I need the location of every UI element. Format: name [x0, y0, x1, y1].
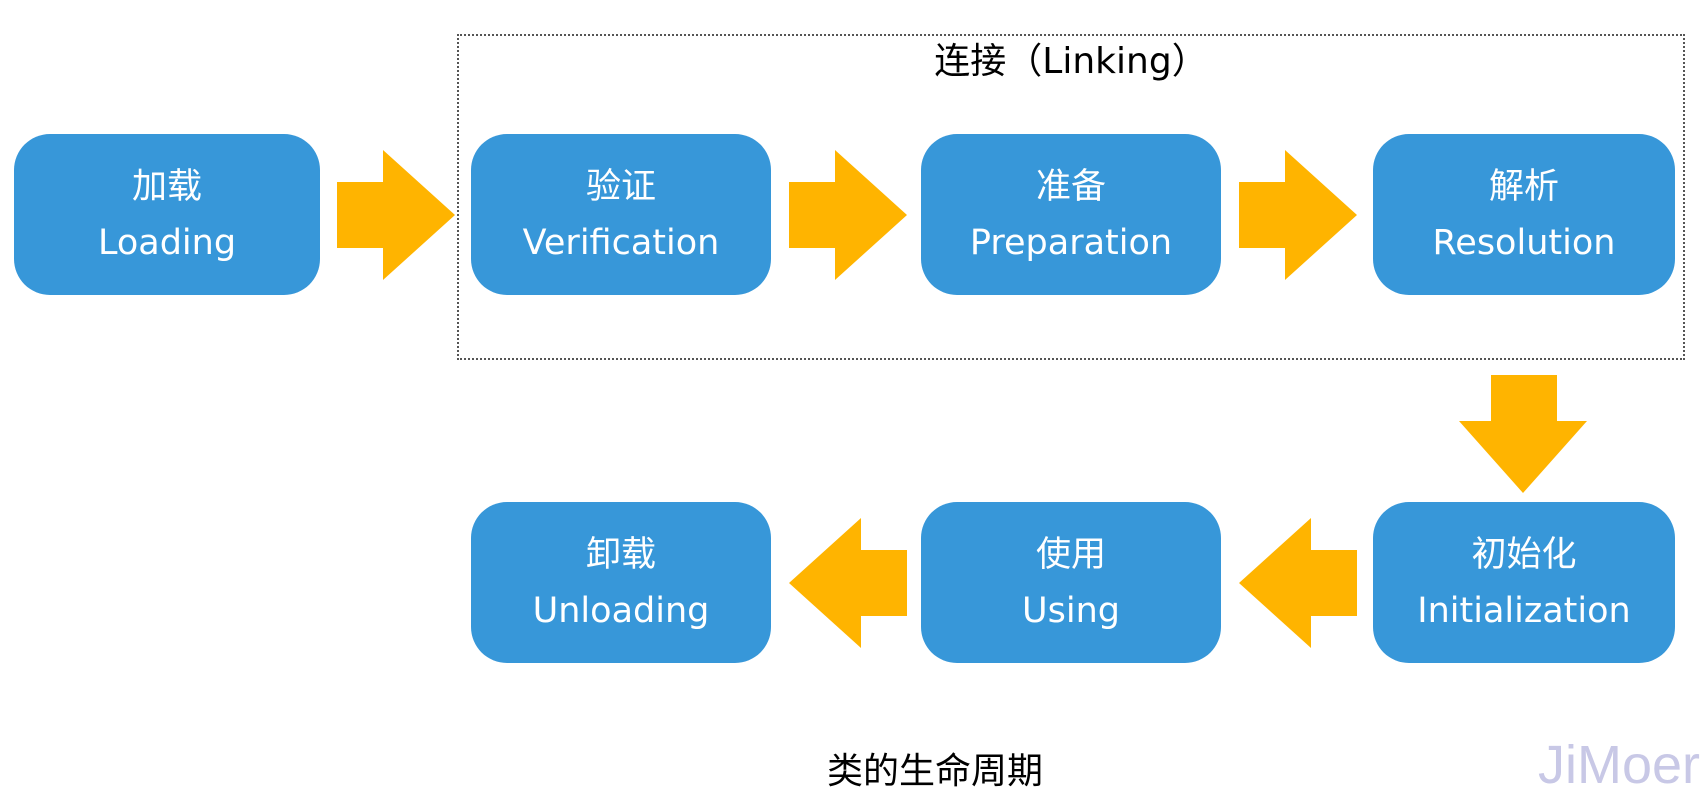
stage-preparation-zh: 准备	[1035, 166, 1106, 207]
diagram-caption: 类的生命周期	[826, 751, 1043, 792]
stage-initialization: 初始化 Initialization	[1373, 502, 1675, 663]
stage-verification-en: Verification	[522, 222, 720, 263]
stage-using: 使用 Using	[921, 502, 1221, 663]
arrow-right-icon	[337, 150, 455, 280]
stage-loading-zh: 加载	[131, 166, 202, 207]
stage-initialization-en: Initialization	[1417, 590, 1631, 631]
stage-verification-zh: 验证	[585, 166, 656, 207]
linking-group-frame	[457, 34, 1685, 360]
stage-initialization-zh: 初始化	[1471, 534, 1577, 575]
arrow-right-icon	[789, 150, 907, 280]
watermark: JiMoer	[1537, 735, 1700, 795]
stage-resolution-zh: 解析	[1488, 166, 1559, 207]
stage-unloading-en: Unloading	[532, 590, 710, 631]
stage-loading: 加载 Loading	[14, 134, 320, 295]
linking-group-label: 连接（Linking）	[934, 41, 1208, 82]
stage-unloading-zh: 卸载	[585, 534, 656, 575]
stage-verification: 验证 Verification	[471, 134, 771, 295]
arrow-left-icon	[789, 518, 907, 648]
arrow-right-icon	[1239, 150, 1357, 280]
arrow-left-icon	[1239, 518, 1357, 648]
stage-using-en: Using	[1022, 590, 1120, 631]
stage-resolution: 解析 Resolution	[1373, 134, 1675, 295]
stage-preparation: 准备 Preparation	[921, 134, 1221, 295]
stage-loading-en: Loading	[97, 222, 237, 263]
stage-preparation-en: Preparation	[969, 222, 1173, 263]
stage-unloading: 卸载 Unloading	[471, 502, 771, 663]
stage-using-zh: 使用	[1035, 534, 1106, 575]
arrow-down-icon	[1459, 375, 1587, 493]
stage-resolution-en: Resolution	[1432, 222, 1616, 263]
